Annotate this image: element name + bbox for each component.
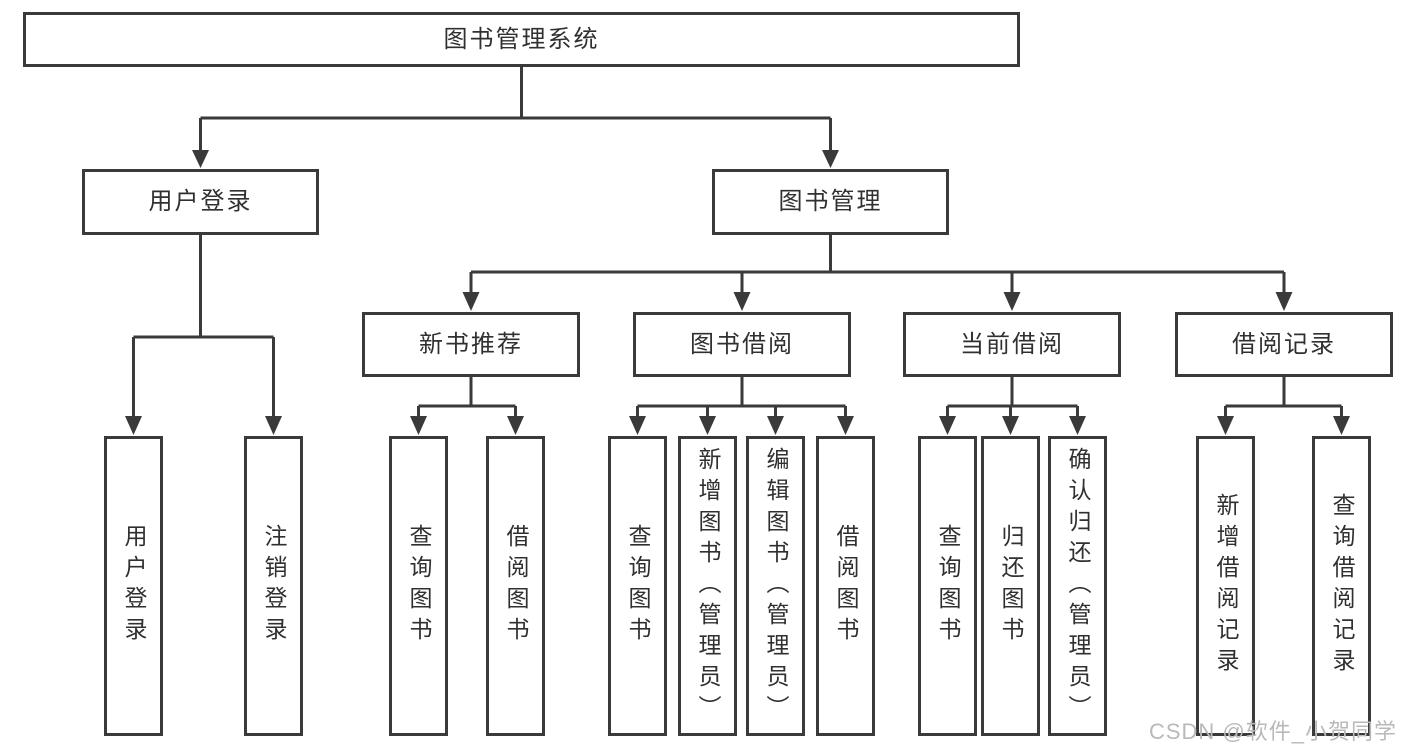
connector-root: [199, 67, 832, 151]
node-borrow-records-label: 借阅记录: [1232, 330, 1336, 358]
leaf-user-login-label: 用户登录: [121, 524, 147, 648]
leaf-borrow-add-books-admin-label: 新增图书（管理员）: [695, 446, 721, 726]
node-book-borrow: 图书借阅: [633, 312, 851, 377]
node-user-login: 用户登录: [82, 169, 319, 235]
arrow-down-icon: [939, 416, 956, 435]
arrow-down-icon: [699, 416, 716, 435]
arrow-down-icon: [410, 416, 427, 435]
arrow-down-icon: [192, 150, 209, 168]
leaf-logout-label: 注销登录: [261, 524, 287, 648]
leaf-user-login: 用户登录: [104, 436, 163, 736]
node-current-borrow-label: 当前借阅: [960, 330, 1064, 358]
leaf-newbook-borrow-books-label: 借阅图书: [503, 524, 529, 648]
node-book-management: 图书管理: [712, 169, 949, 235]
leaf-logout: 注销登录: [244, 436, 303, 736]
arrow-down-icon: [837, 416, 854, 435]
arrow-down-icon: [767, 416, 784, 435]
connector-new-books: [417, 377, 517, 417]
node-book-management-label: 图书管理: [778, 188, 883, 215]
leaf-record-query-borrow-record: 查询借阅记录: [1312, 436, 1371, 736]
arrow-down-icon: [125, 416, 142, 435]
arrow-down-icon: [733, 292, 751, 311]
arrow-down-icon: [1217, 416, 1234, 435]
node-new-book-recommend-label: 新书推荐: [419, 330, 523, 358]
leaf-record-add-borrow-record-label: 新增借阅记录: [1213, 493, 1239, 679]
node-user-login-label: 用户登录: [148, 188, 253, 215]
leaf-borrow-borrow-books: 借阅图书: [816, 436, 875, 736]
leaf-borrow-add-books-admin: 新增图书（管理员）: [678, 436, 737, 736]
connector-book-borrow: [636, 377, 847, 417]
node-book-borrow-label: 图书借阅: [690, 330, 794, 358]
leaf-newbook-query-books-label: 查询图书: [406, 524, 432, 648]
leaf-borrow-edit-books-admin-label: 编辑图书（管理员）: [763, 446, 789, 726]
leaf-current-confirm-return-admin: 确认归还（管理员）: [1048, 436, 1107, 736]
node-library-system-label: 图书管理系统: [443, 25, 600, 53]
leaf-borrow-query-books-label: 查询图书: [625, 524, 651, 648]
node-current-borrow: 当前借阅: [903, 312, 1121, 377]
connector-user-login: [132, 235, 275, 417]
node-new-book-recommend: 新书推荐: [362, 312, 580, 377]
connector-current-borrow: [946, 377, 1079, 417]
csdn-watermark: CSDN @软件_小贺同学: [1148, 719, 1397, 744]
leaf-borrow-borrow-books-label: 借阅图书: [833, 524, 859, 648]
arrow-down-icon: [265, 416, 282, 435]
leaf-current-return-books-label: 归还图书: [998, 524, 1024, 648]
arrow-down-icon: [629, 416, 646, 435]
arrow-down-icon: [1069, 416, 1086, 435]
leaf-record-add-borrow-record: 新增借阅记录: [1196, 436, 1255, 736]
leaf-current-query-books-label: 查询图书: [935, 524, 961, 648]
leaf-newbook-query-books: 查询图书: [389, 436, 448, 736]
leaf-record-query-borrow-record-label: 查询借阅记录: [1329, 493, 1355, 679]
leaf-borrow-query-books: 查询图书: [608, 436, 667, 736]
node-library-system: 图书管理系统: [23, 12, 1020, 67]
arrow-down-icon: [1275, 292, 1293, 311]
leaf-current-return-books: 归还图书: [981, 436, 1040, 736]
leaf-current-confirm-return-admin-label: 确认归还（管理员）: [1065, 446, 1091, 726]
leaf-newbook-borrow-books: 借阅图书: [486, 436, 545, 736]
arrow-down-icon: [1003, 292, 1021, 311]
leaf-borrow-edit-books-admin: 编辑图书（管理员）: [746, 436, 805, 736]
connector-book-mgmt: [469, 235, 1286, 293]
arrow-down-icon: [1002, 416, 1019, 435]
arrow-down-icon: [1333, 416, 1350, 435]
arrow-down-icon: [507, 416, 524, 435]
leaf-current-query-books: 查询图书: [918, 436, 977, 736]
arrow-down-icon: [822, 150, 839, 168]
node-borrow-records: 借阅记录: [1175, 312, 1393, 377]
arrow-down-icon: [462, 292, 480, 311]
connector-borrow-records: [1224, 377, 1343, 417]
